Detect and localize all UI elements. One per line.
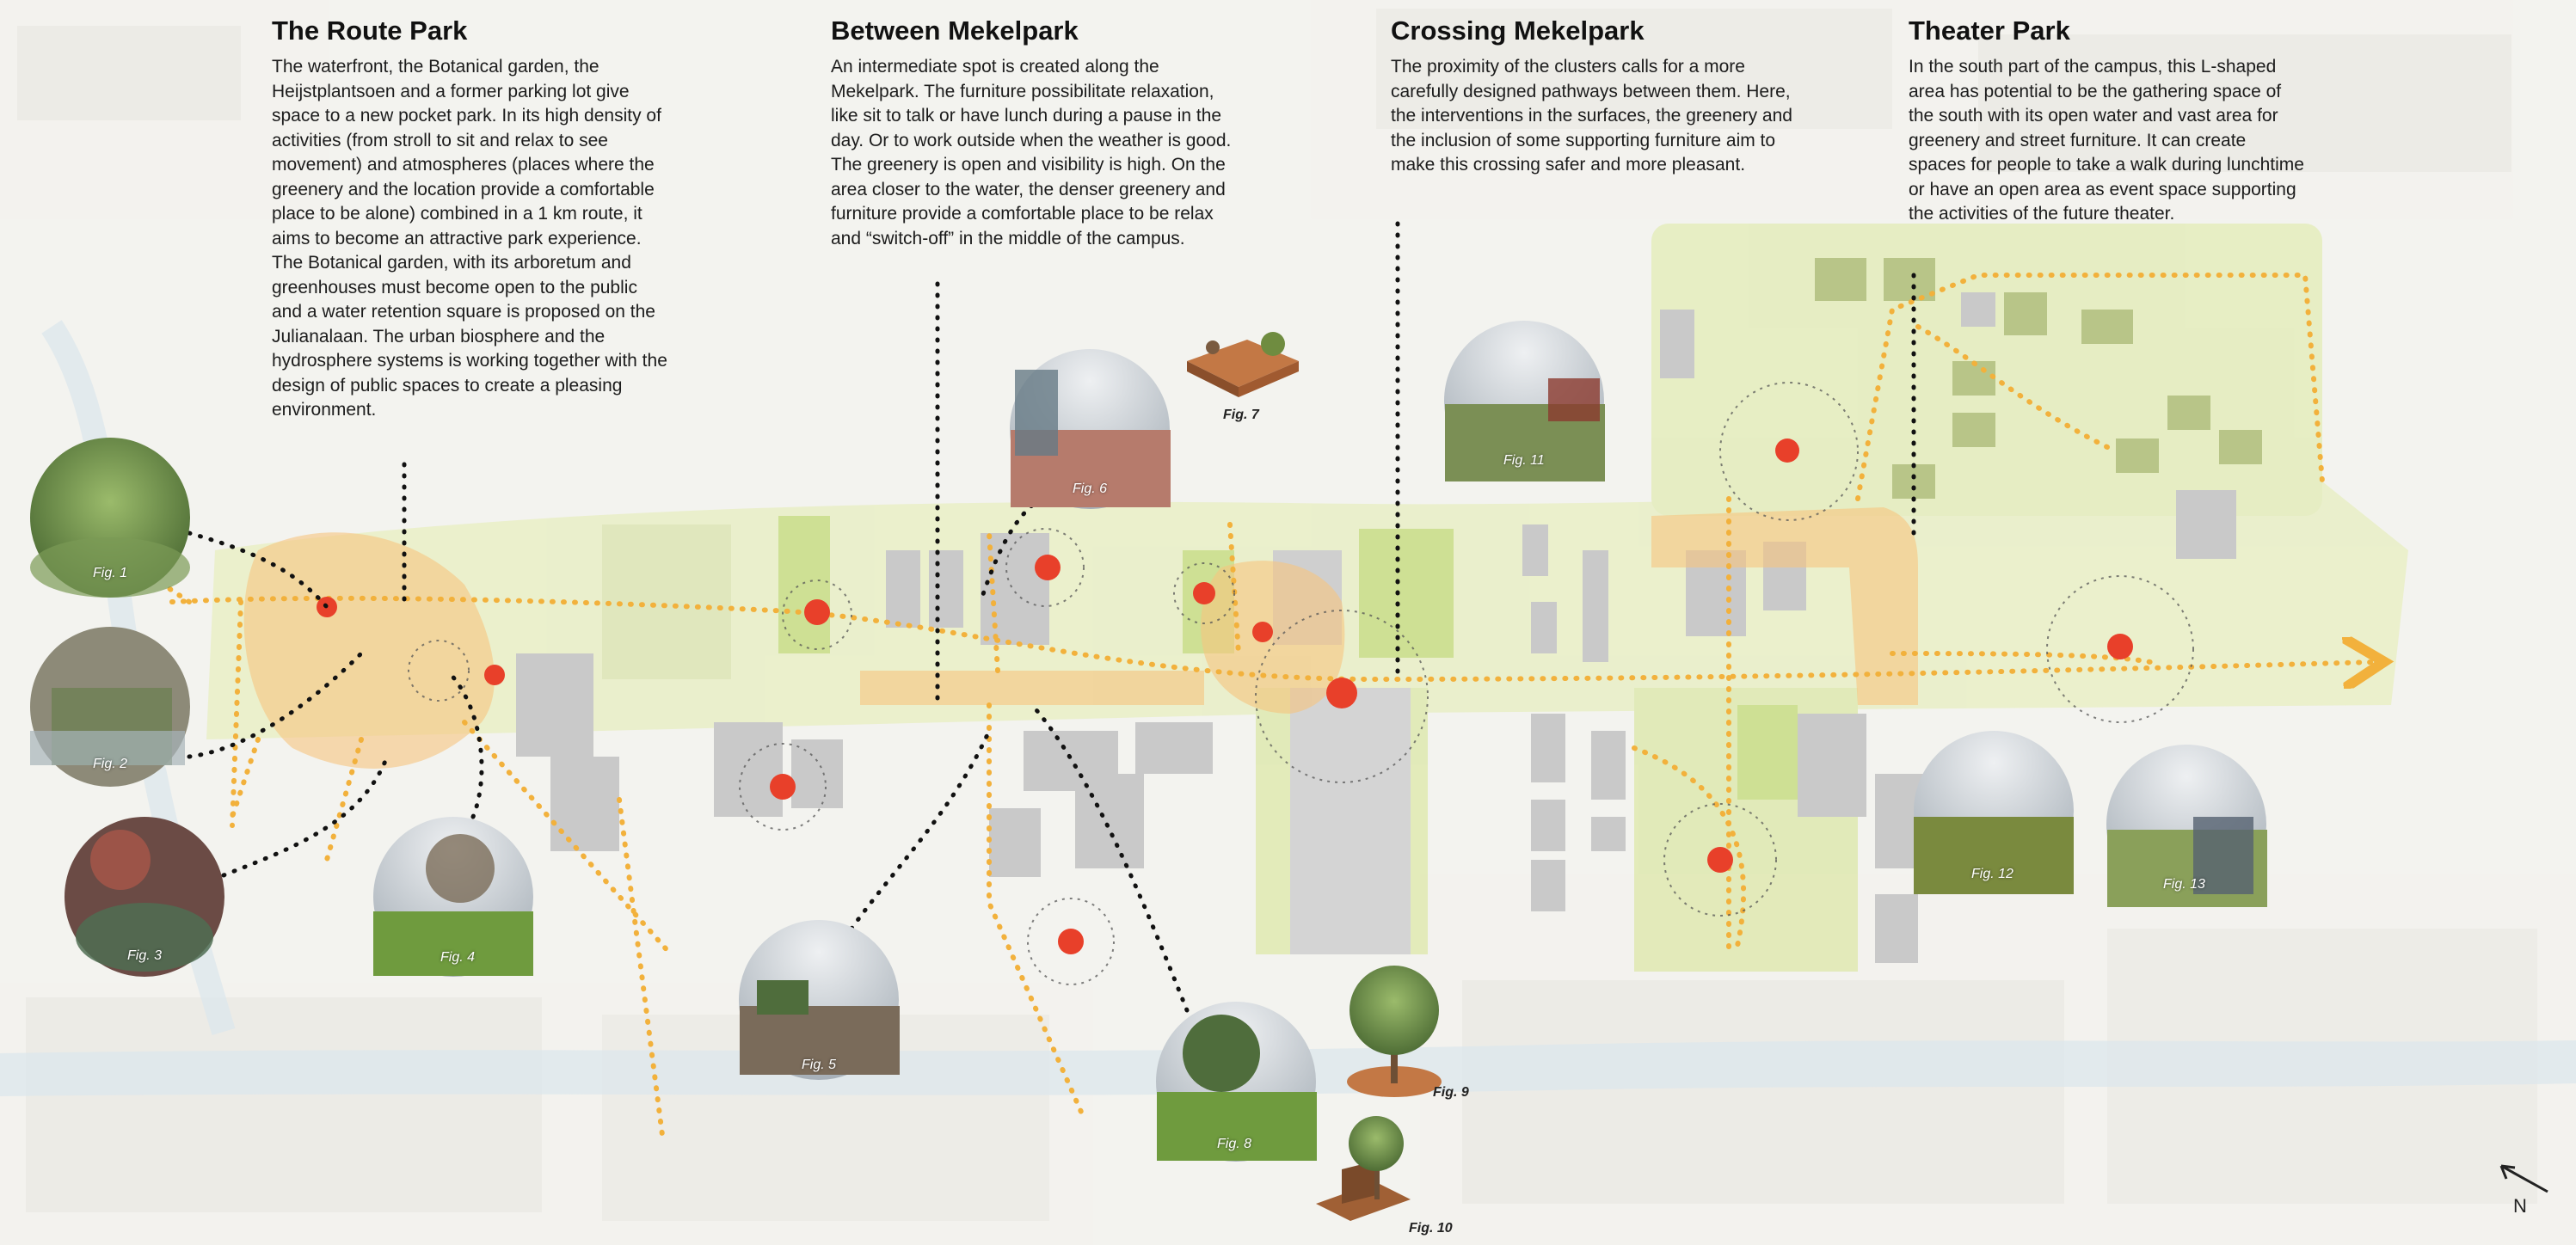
node-marker	[1035, 555, 1061, 580]
section-crossing-mekelpark: Crossing Mekelpark The proximity of the …	[1391, 15, 1795, 178]
section-title: The Route Park	[272, 15, 468, 46]
node-ring	[408, 382, 2194, 985]
route-network	[161, 273, 2374, 1138]
furniture-fig10	[1316, 1116, 1411, 1221]
photo-fig3	[65, 817, 224, 977]
park-zones	[243, 507, 1918, 769]
section-route-park: The Route Park The waterfront, the Botan…	[272, 15, 667, 423]
fig-label: Fig. 13	[2163, 877, 2205, 892]
node-marker	[1707, 847, 1733, 873]
photo-fig2	[30, 627, 190, 787]
fig-label: Fig. 9	[1433, 1085, 1469, 1100]
fig-label: Fig. 8	[1217, 1137, 1252, 1151]
section-body: The proximity of the clusters calls for …	[1391, 57, 1792, 175]
photo-fig4	[373, 817, 533, 977]
node-marker	[1058, 929, 1084, 954]
photo-fig6	[1010, 349, 1171, 509]
fig-label: Fig. 2	[93, 757, 128, 771]
furniture-fig9	[1347, 966, 1442, 1097]
photo-fig12	[1914, 731, 2074, 894]
fig-label: Fig. 6	[1073, 481, 1108, 496]
section-between-mekelpark: Between Mekelpark An intermediate spot i…	[831, 15, 1235, 251]
photo-circles	[30, 321, 2267, 1162]
fig-label: Fig. 10	[1409, 1221, 1453, 1236]
fig-label: Fig. 3	[127, 948, 163, 963]
fig-label: Fig. 5	[802, 1058, 837, 1072]
node-marker	[2107, 634, 2133, 659]
photo-fig13	[2106, 745, 2267, 907]
node-marker	[804, 599, 830, 625]
fig-label: Fig. 4	[440, 950, 476, 965]
fig-label: Fig. 1	[93, 566, 128, 580]
node-marker	[1775, 439, 1799, 463]
node-marker	[1326, 678, 1357, 708]
section-title: Between Mekelpark	[831, 15, 1079, 46]
section-body: In the south part of the campus, this L-…	[1909, 57, 2304, 224]
section-body: An intermediate spot is created along th…	[831, 57, 1232, 248]
photo-fig8	[1156, 1002, 1317, 1162]
section-body: The waterfront, the Botanical garden, th…	[272, 57, 667, 420]
node-marker	[770, 774, 796, 800]
section-title: Crossing Mekelpark	[1391, 15, 1645, 46]
north-label: N	[2513, 1195, 2527, 1217]
north-arrow-icon	[2499, 1164, 2548, 1193]
section-title: Theater Park	[1909, 15, 2070, 46]
section-theater-park: Theater Park In the south part of the ca…	[1909, 15, 2304, 227]
fig-label: Fig. 7	[1223, 408, 1259, 422]
furniture-fig7	[1187, 332, 1299, 397]
north-arrow: N	[2494, 1159, 2554, 1219]
fig-label: Fig. 11	[1503, 453, 1545, 468]
photo-fig11	[1444, 321, 1605, 481]
node-marker	[484, 665, 505, 685]
node-marker	[1252, 622, 1273, 642]
intervention-nodes	[317, 382, 2194, 985]
fig-label: Fig. 12	[1971, 867, 2013, 881]
node-marker	[1193, 582, 1215, 604]
photo-fig1	[30, 438, 190, 598]
photo-fig5	[739, 920, 900, 1080]
